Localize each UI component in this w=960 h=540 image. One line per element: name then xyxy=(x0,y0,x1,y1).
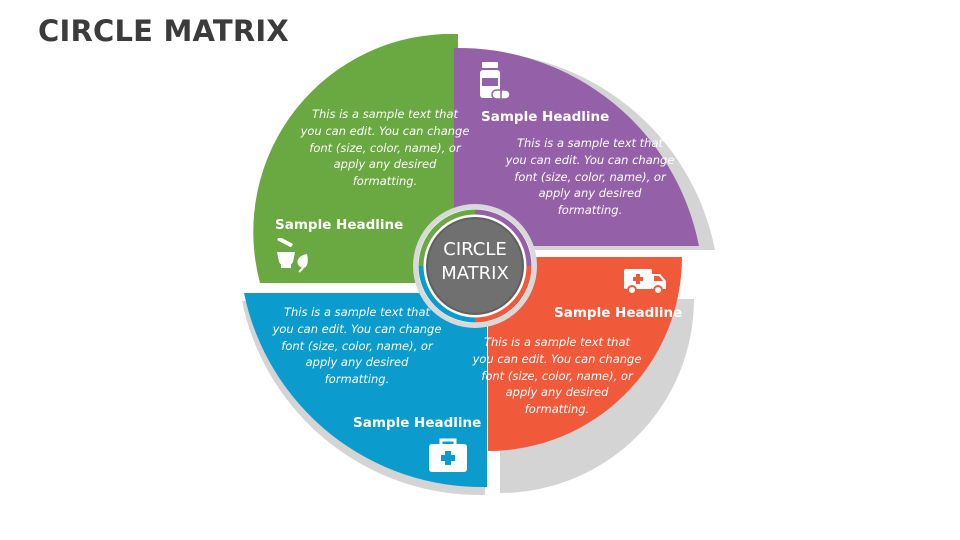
orange-quadrant-text: This is a sample text that you can edit.… xyxy=(472,335,642,417)
ambulance-icon xyxy=(624,269,666,295)
center-ring-purple xyxy=(474,209,532,267)
green-quadrant-headline: Sample Headline xyxy=(275,217,404,233)
blue-quadrant xyxy=(244,293,487,488)
green-quadrant xyxy=(253,33,458,284)
medicine-bottle-icon xyxy=(480,62,511,100)
orange-quadrant xyxy=(488,257,682,451)
blue-quadrant-text: This is a sample text that you can edit.… xyxy=(272,305,442,387)
center-ring-green xyxy=(418,209,476,267)
center-label: CIRCLE MATRIX xyxy=(415,238,535,286)
center-ring-orange xyxy=(474,265,532,323)
purple-quadrant xyxy=(454,47,699,247)
purple-quadrant-headline: Sample Headline xyxy=(481,109,610,125)
center-disc xyxy=(427,218,523,314)
center-label-line1: CIRCLE xyxy=(443,239,507,260)
purple-quadrant-text: This is a sample text that you can edit.… xyxy=(505,136,675,218)
green-quadrant-text: This is a sample text that you can edit.… xyxy=(300,107,470,189)
slide-title: CIRCLE MATRIX xyxy=(38,14,289,48)
blue-quadrant-headline: Sample Headline xyxy=(353,415,482,431)
first-aid-kit-icon xyxy=(429,438,467,472)
orange-quadrant-headline: Sample Headline xyxy=(554,305,683,321)
center-ring-blue xyxy=(418,265,476,323)
center-label-line2: MATRIX xyxy=(441,263,509,284)
mortar-pestle-icon xyxy=(277,238,308,273)
